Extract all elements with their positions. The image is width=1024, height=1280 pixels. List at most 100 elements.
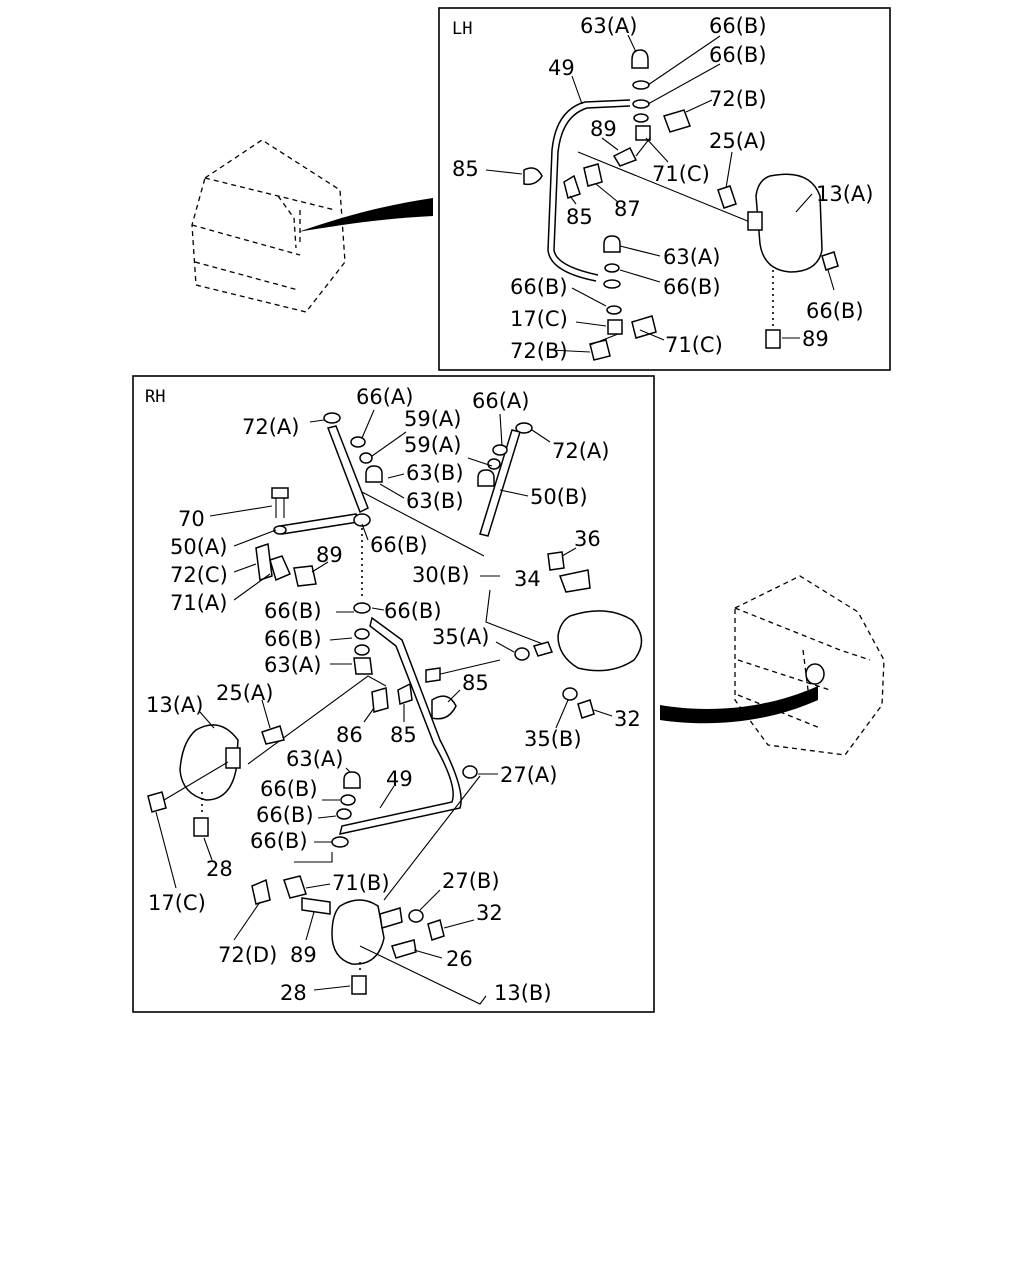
callout-label: 66(B): [709, 43, 767, 67]
callout-label: 17(C): [148, 891, 206, 915]
callout-label: 49: [386, 767, 413, 791]
rh-panel-title: RH: [145, 387, 165, 407]
callout-label: 66(B): [264, 627, 322, 651]
cap-nut-icon: [631, 49, 649, 69]
callout-label: 13(B): [494, 981, 552, 1005]
washer-icon: [353, 602, 371, 614]
callout-label: 71(C): [652, 162, 710, 186]
mirror-13a-icon: [179, 724, 239, 801]
callout-label: 63(B): [406, 489, 464, 513]
callout-label: 13(A): [816, 182, 873, 206]
callout-label: 49: [548, 56, 575, 80]
callout-label: 85: [462, 671, 489, 695]
lh-panel-frame: [438, 7, 891, 371]
callout-label: 66(B): [806, 299, 864, 323]
cab-silhouette-left: [191, 139, 346, 313]
callout-label: 28: [280, 981, 307, 1005]
rh-leader-lines: [155, 409, 613, 991]
cap-nut-icon: [343, 771, 361, 789]
callout-label: 26: [446, 947, 473, 971]
callout-label: 89: [802, 327, 829, 351]
rh-callouts: 72(A) 66(A) 59(A) 66(A) 59(A) 72(A) 63(B…: [146, 385, 641, 1005]
clip-85-icon: [563, 174, 581, 199]
callout-label: 89: [316, 543, 343, 567]
callout-label: 71(A): [170, 591, 227, 615]
cap-nut-icon: [603, 235, 621, 253]
callout-label: 66(B): [260, 777, 318, 801]
bolt-89-icon: [293, 565, 317, 587]
washer-icon: [633, 113, 649, 123]
washer-icon: [331, 836, 349, 848]
clip-85-icon: [431, 695, 457, 720]
callout-label: 50(A): [170, 535, 227, 559]
callout-label: 32: [476, 901, 503, 925]
callout-label: 36: [574, 527, 601, 551]
callout-label: 89: [290, 943, 317, 967]
plate-72b-icon: [663, 109, 691, 133]
callout-label: 63(A): [264, 653, 321, 677]
lh-parts-drawing: [523, 49, 839, 361]
callout-label: 85: [390, 723, 417, 747]
washer-icon: [604, 263, 620, 273]
callout-label: 35(A): [432, 625, 489, 649]
lh-panel-title: LH: [452, 19, 472, 39]
pointer-arrow-right: [660, 686, 818, 724]
washer-icon: [359, 452, 373, 464]
washer-icon: [492, 444, 508, 456]
washer-icon: [606, 305, 622, 315]
callout-label: 85: [452, 157, 479, 181]
callout-label: 13(A): [146, 693, 203, 717]
callout-label: 35(B): [524, 727, 582, 751]
callout-label: 66(B): [256, 803, 314, 827]
work-light-13b-icon: [331, 899, 385, 965]
callout-label: 25(A): [216, 681, 273, 705]
callout-label: 66(B): [250, 829, 308, 853]
stay-50a-icon: [326, 425, 369, 514]
callout-label: 28: [206, 857, 233, 881]
callout-label: 87: [614, 197, 641, 221]
callout-label: 72(D): [218, 943, 277, 967]
callout-label: 89: [590, 117, 617, 141]
callout-label: 66(B): [663, 275, 721, 299]
callout-label: 59(A): [404, 433, 461, 457]
washer-icon: [603, 279, 621, 289]
callout-label: 66(A): [356, 385, 413, 409]
callout-label: 34: [514, 567, 541, 591]
block-86-icon: [371, 687, 389, 713]
callout-label: 66(B): [384, 599, 442, 623]
pointer-arrow-left: [298, 198, 433, 232]
callout-label: 63(A): [580, 14, 637, 38]
callout-label: 66(B): [510, 275, 568, 299]
callout-label: 63(A): [286, 747, 343, 771]
callout-label: 66(B): [709, 14, 767, 38]
callout-label: 72(B): [510, 339, 568, 363]
bolt-89-icon: [589, 339, 611, 361]
washer-icon: [632, 80, 650, 90]
washer-icon: [632, 99, 650, 109]
rh-panel-frame: [132, 375, 655, 1013]
clip-85-icon: [523, 167, 543, 186]
callout-label: 17(C): [510, 307, 568, 331]
light-lens-icon: [805, 663, 825, 685]
rh-parts-drawing: [147, 412, 643, 1005]
washer-icon: [350, 436, 366, 448]
lh-callouts: 63(A) 66(B) 66(B) 49 72(B) 89 25(A) 85 7…: [452, 14, 873, 363]
callout-label: 72(C): [170, 563, 228, 587]
work-light-30b-icon: [557, 610, 643, 672]
callout-label: 72(A): [242, 415, 299, 439]
washer-icon: [487, 458, 501, 470]
lh-leader-lines: [485, 34, 835, 341]
washer-icon: [354, 628, 370, 640]
mirror-13a-icon: [755, 173, 823, 273]
cap-nut-icon: [477, 469, 495, 487]
callout-label: 63(B): [406, 461, 464, 485]
clip-85-icon: [397, 682, 413, 705]
callout-label: 50(B): [530, 485, 588, 509]
washer-icon: [340, 794, 356, 806]
callout-label: 71(B): [332, 871, 390, 895]
callout-label: 72(A): [552, 439, 609, 463]
callout-label: 66(B): [370, 533, 428, 557]
upper-clamp-icon: [635, 125, 651, 141]
callout-label: 27(B): [442, 869, 500, 893]
callout-label: 27(A): [500, 763, 557, 787]
